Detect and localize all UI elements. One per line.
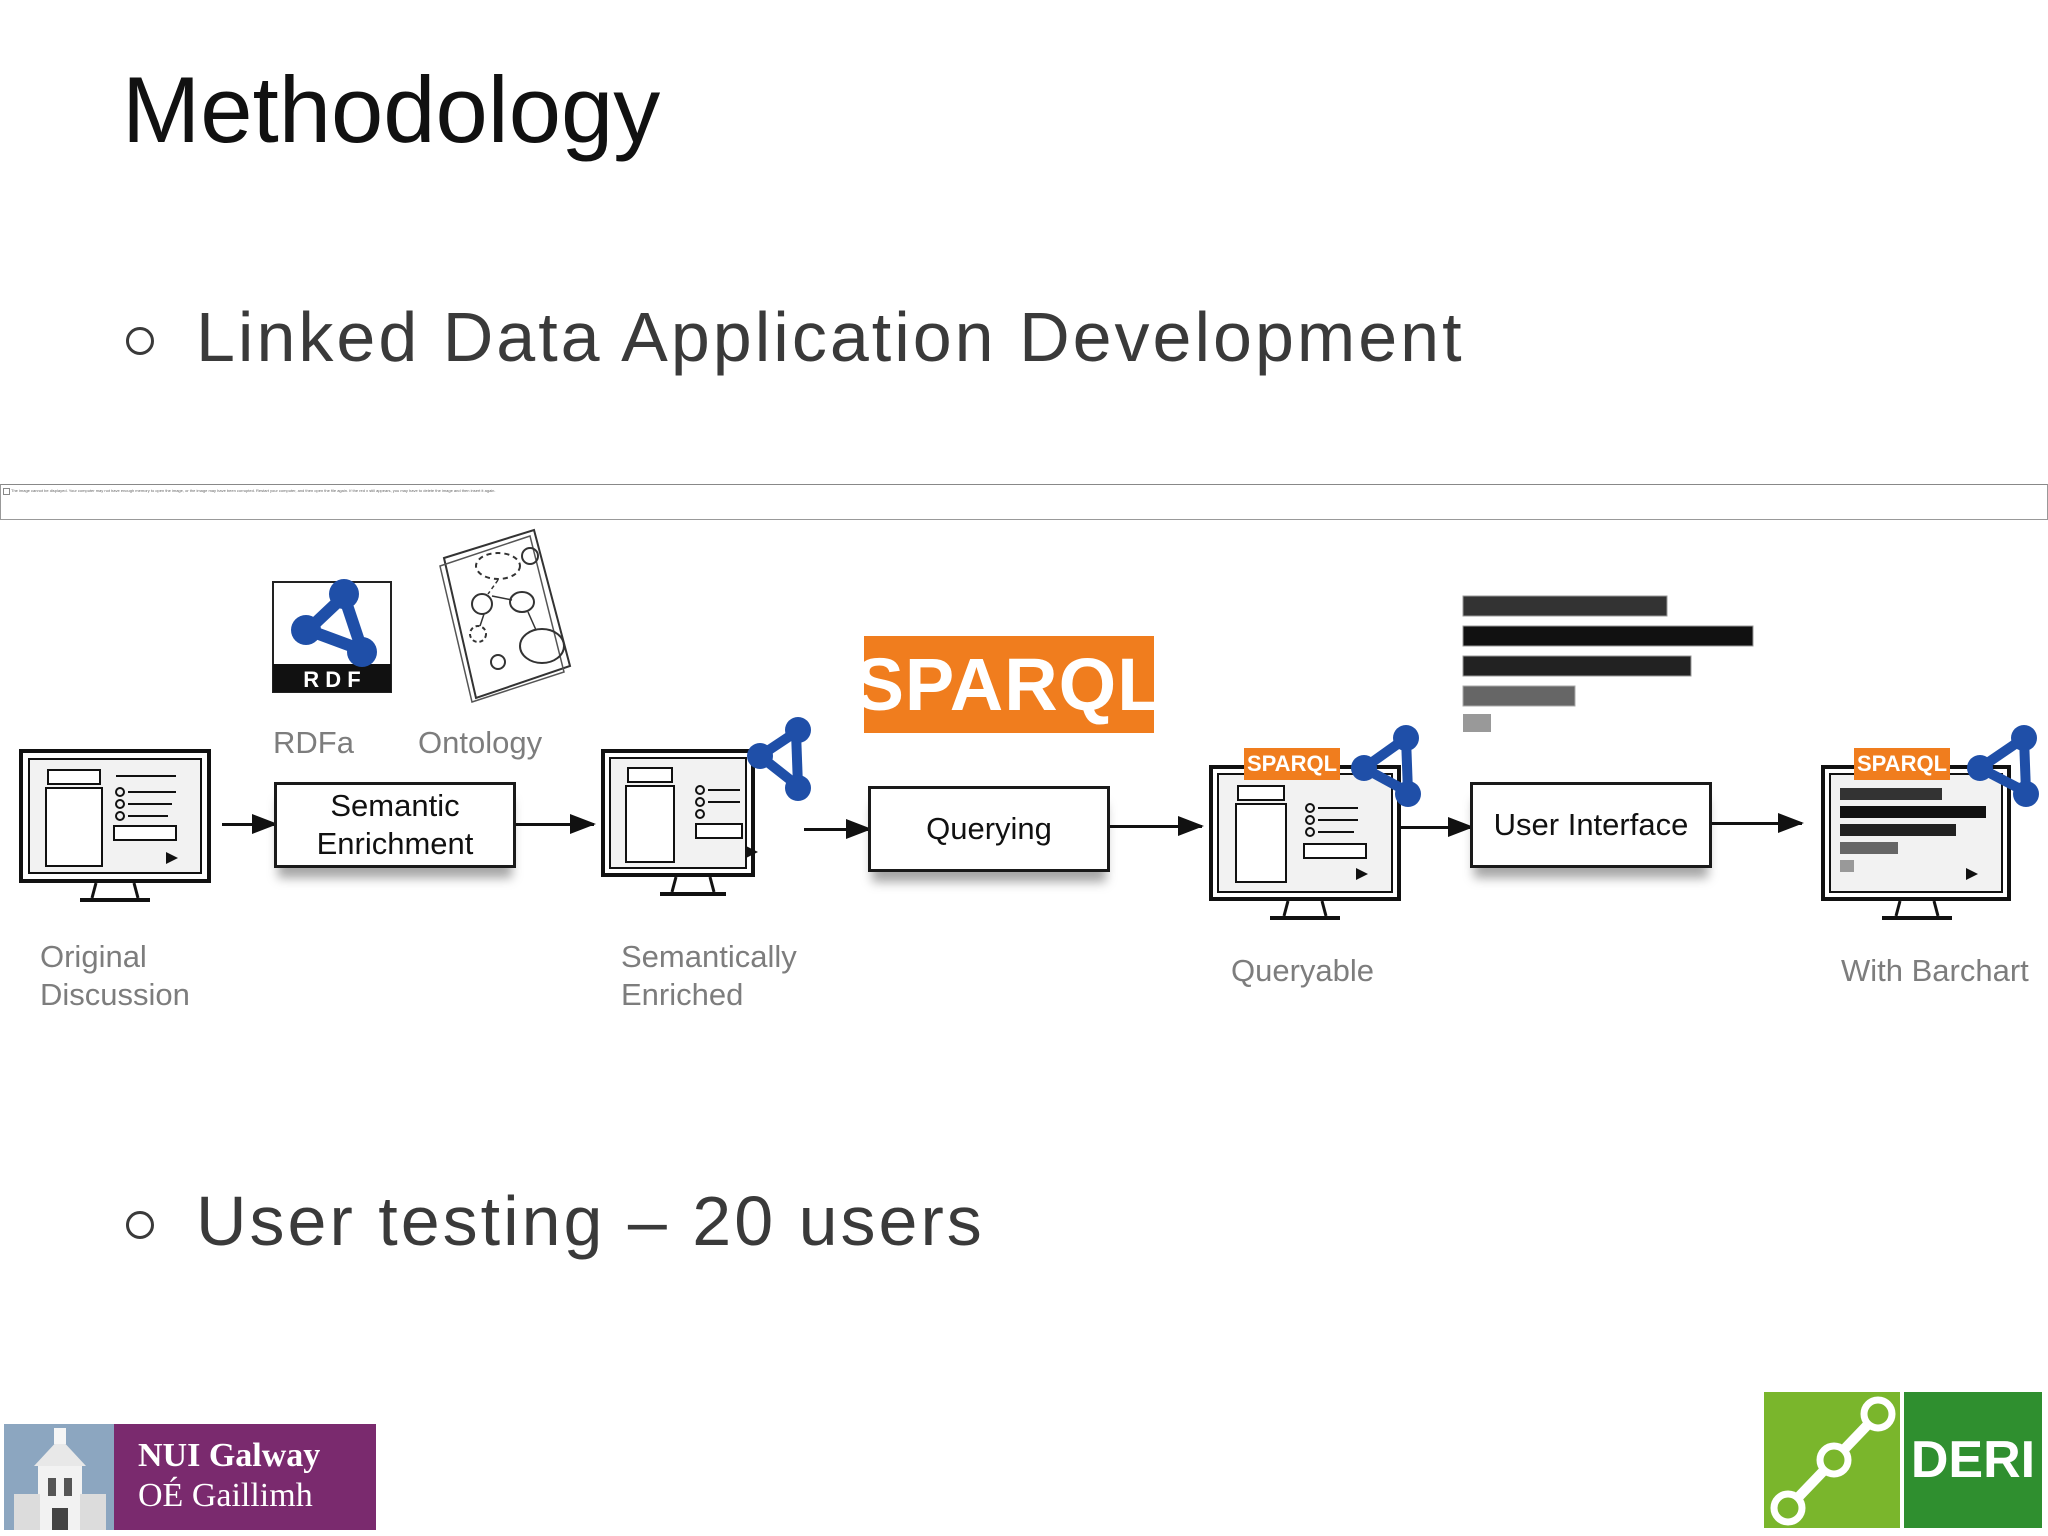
step-user-interface: User Interface bbox=[1470, 782, 1712, 868]
rdf-molecule-icon bbox=[1351, 725, 1421, 807]
rdf-molecule-icon bbox=[747, 717, 811, 801]
arrow-to-queryable bbox=[1110, 816, 1204, 836]
monitor-barchart-icon bbox=[1821, 725, 2039, 920]
step-ui-label: User Interface bbox=[1493, 807, 1689, 842]
nui-name-line2: OÉ Gaillimh bbox=[138, 1477, 313, 1514]
sparql-logo: SPARQL bbox=[855, 636, 1162, 733]
label-barchart: With Barchart bbox=[1841, 953, 2029, 988]
deri-name: DERI bbox=[1904, 1392, 2042, 1528]
deri-nodes-icon bbox=[1764, 1392, 1900, 1528]
bullet-linked-data: Linked Data Application Development bbox=[126, 302, 1465, 372]
deri-logo: DERI bbox=[1764, 1392, 2042, 1528]
step-enrichment-line2: Enrichment bbox=[316, 826, 474, 861]
rdf-logo-text: R D F bbox=[303, 667, 360, 692]
step-enrichment-line1: Semantic bbox=[330, 788, 460, 823]
monitor-queryable-icon bbox=[1209, 725, 1421, 920]
bullet-user-testing: User testing – 20 users bbox=[126, 1186, 985, 1256]
monitor-original-icon bbox=[19, 749, 211, 902]
connector-line bbox=[804, 819, 872, 839]
label-original-1: Original bbox=[40, 939, 147, 974]
sparql-badge-queryable: SPARQL bbox=[1244, 748, 1340, 780]
connector-line bbox=[1398, 817, 1474, 837]
broken-image-icon bbox=[3, 488, 10, 495]
label-enriched-2: Enriched bbox=[621, 977, 744, 1012]
nui-name-line1: NUI Galway bbox=[138, 1437, 321, 1474]
rdf-logo: R D F bbox=[272, 579, 392, 693]
arrow-to-barchart bbox=[1712, 813, 1804, 833]
missing-image-strip: The image cannot be displayed. Your comp… bbox=[0, 484, 2048, 520]
bullet-circle-icon bbox=[126, 327, 154, 355]
label-original-2: Discussion bbox=[40, 977, 190, 1012]
step-querying-label: Querying bbox=[926, 811, 1052, 846]
bullet-text: Linked Data Application Development bbox=[196, 298, 1465, 376]
label-enriched-1: Semantically bbox=[621, 939, 797, 974]
nui-tower-icon bbox=[4, 1424, 114, 1530]
rdf-molecule-icon bbox=[1967, 725, 2039, 807]
nui-galway-logo: NUI Galway OÉ Gaillimh bbox=[4, 1424, 376, 1530]
label-ontology: Ontology bbox=[418, 725, 543, 760]
sparql-badge-barchart: SPARQL bbox=[1854, 748, 1950, 780]
barchart-graphic bbox=[1462, 595, 1754, 732]
slide-title: Methodology bbox=[122, 57, 661, 162]
step-querying: Querying bbox=[868, 786, 1110, 872]
bullet-circle-icon bbox=[126, 1211, 154, 1239]
connector-line bbox=[222, 814, 278, 834]
ontology-sketch-icon bbox=[439, 528, 572, 703]
missing-image-text: The image cannot be displayed. Your comp… bbox=[11, 488, 496, 493]
bullet-text: User testing – 20 users bbox=[196, 1182, 985, 1260]
label-rdfa: RDFa bbox=[273, 725, 354, 760]
label-queryable: Queryable bbox=[1231, 953, 1375, 988]
monitor-enriched-icon bbox=[601, 717, 811, 896]
arrow-to-enriched bbox=[516, 814, 596, 834]
